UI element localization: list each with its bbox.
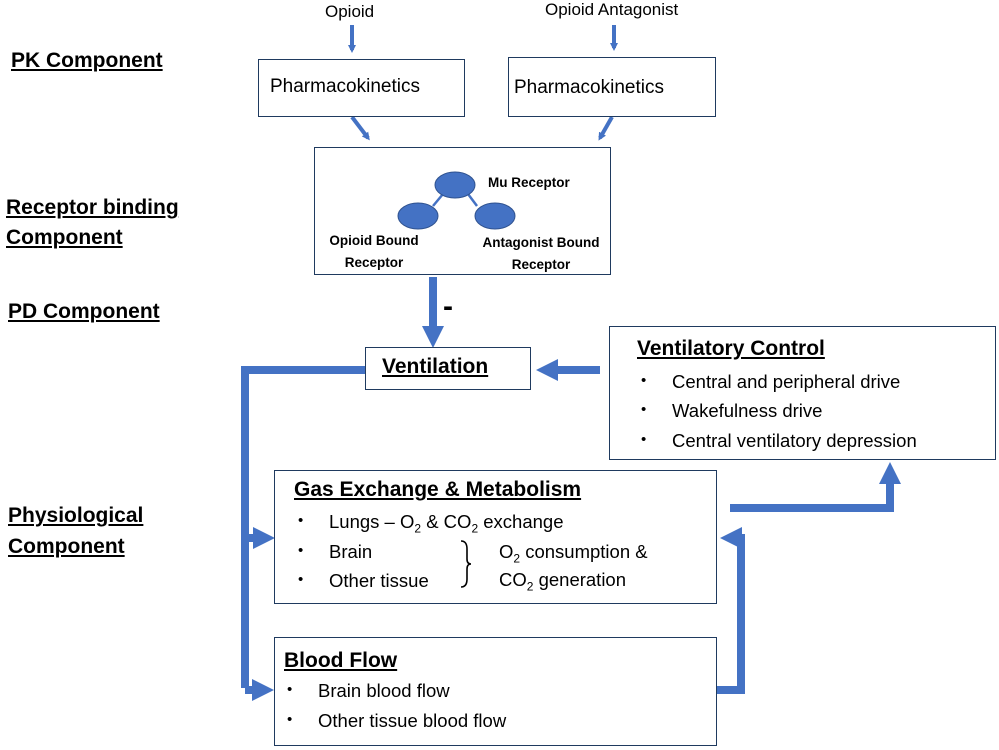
ventilation-left-loop <box>241 366 365 688</box>
generation-co: CO <box>499 569 527 590</box>
lungs-text-c: exchange <box>478 511 564 532</box>
consumption-sub: 2 <box>513 551 521 566</box>
opioid-bound-label-line1: Opioid Bound <box>329 233 419 248</box>
ventilation-box: Ventilation <box>365 347 531 390</box>
pk-box-opioid-label: Pharmacokinetics <box>270 76 420 97</box>
opioid-bound-node <box>397 202 439 230</box>
mu-receptor-node <box>434 171 476 199</box>
lungs-sub-co2: 2 <box>471 521 479 536</box>
pk-component-label: PK Component <box>11 49 163 72</box>
pd-component-label: PD Component <box>8 300 160 323</box>
lungs-text-b: & CO <box>421 511 472 532</box>
blood-flow-title: Blood Flow <box>284 649 398 672</box>
physiological-component-label-line1: Physiological <box>8 504 144 527</box>
antagonist-bound-label-line2: Receptor <box>511 257 571 272</box>
opioid-bound-label-line2: Receptor <box>344 255 404 270</box>
pk-box-antagonist-label: Pharmacokinetics <box>514 77 664 98</box>
lungs-sub-o2: 2 <box>414 521 422 536</box>
consumption-line: O2 consumption & <box>499 541 648 566</box>
mu-receptor-label: Mu Receptor <box>488 175 570 190</box>
ventilatory-control-title: Ventilatory Control <box>637 337 825 360</box>
receptor-component-label-line1: Receptor binding <box>6 196 179 219</box>
generation-line: CO2 generation <box>499 569 626 594</box>
generation-sub: 2 <box>526 579 534 594</box>
antagonist-bound-node <box>474 202 516 230</box>
opioid-input-label: Opioid <box>325 2 375 21</box>
consumption-text: consumption & <box>520 541 648 562</box>
antagonist-bound-label-line1: Antagonist Bound <box>482 235 600 250</box>
pk-box-opioid: Pharmacokinetics <box>258 59 465 117</box>
gas-item-other-tissue: Other tissue <box>298 570 429 592</box>
lungs-text-a: Lungs – O <box>329 511 415 532</box>
receptor-component-label-line2: Component <box>6 226 123 249</box>
consumption-o: O <box>499 541 514 562</box>
control-item-2: Central ventilatory depression <box>641 430 917 452</box>
physiological-component-label-line2: Component <box>8 535 125 558</box>
blood-flow-to-gas-exchange-arrow <box>716 527 745 694</box>
pk-right-to-receptor-arrow <box>598 116 614 141</box>
control-item-1: Wakefulness drive <box>641 400 823 422</box>
gas-exchange-title: Gas Exchange & Metabolism <box>294 478 582 501</box>
ventilation-title: Ventilation <box>382 355 489 378</box>
receptor-binding-box: Mu Receptor Opioid Bound Receptor Antago… <box>314 147 611 275</box>
pd-negative-sign: - <box>443 290 453 323</box>
gas-exchange-to-control-arrow <box>730 462 901 512</box>
blood-flow-item-0: Brain blood flow <box>287 680 450 702</box>
gas-exchange-box: Gas Exchange & Metabolism Lungs – O2 & C… <box>274 470 717 604</box>
blood-flow-box: Blood Flow Brain blood flow Other tissue… <box>274 637 717 746</box>
pk-box-antagonist: Pharmacokinetics <box>508 57 716 117</box>
control-item-0: Central and peripheral drive <box>641 371 900 393</box>
blood-flow-item-1: Other tissue blood flow <box>287 710 506 732</box>
generation-text: generation <box>533 569 627 590</box>
gas-item-lungs: Lungs – O2 & CO2 exchange <box>298 511 564 536</box>
antagonist-input-label: Opioid Antagonist <box>545 0 679 19</box>
ventilatory-control-box: Ventilatory Control Central and peripher… <box>609 326 996 460</box>
receptor-diagram <box>397 171 516 230</box>
right-brace-icon <box>460 540 472 588</box>
gas-item-brain: Brain <box>298 541 372 563</box>
pk-left-to-receptor-arrow <box>350 115 370 141</box>
